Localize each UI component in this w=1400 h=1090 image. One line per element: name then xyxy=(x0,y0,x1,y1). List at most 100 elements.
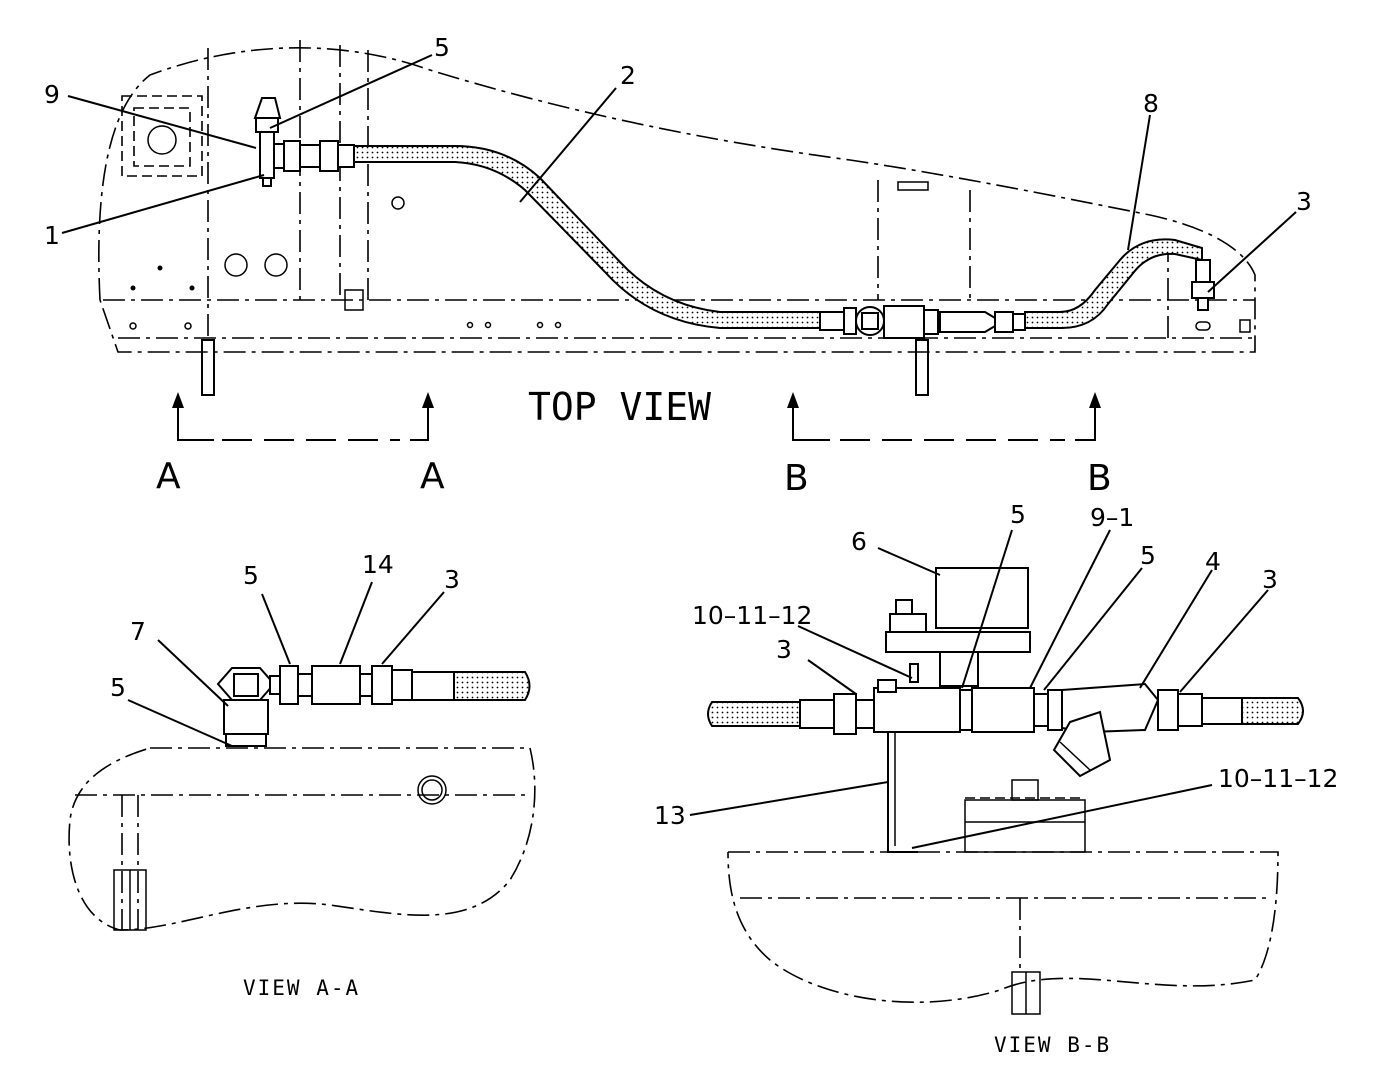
leader-3 xyxy=(381,591,445,665)
leader-3 xyxy=(807,659,857,695)
view-a-a-phantom-outline xyxy=(68,747,536,931)
leader-2 xyxy=(519,87,617,203)
section-label-a-right: A xyxy=(420,456,445,497)
callout-bb-3a: 3 xyxy=(1262,565,1278,594)
bolt-dot xyxy=(157,265,163,271)
leader-3 xyxy=(1207,211,1297,293)
hose-ferrule xyxy=(411,671,455,701)
callout-bb-5b: 5 xyxy=(1140,541,1156,570)
frame-slot xyxy=(1195,321,1211,331)
leader-5 xyxy=(261,593,291,665)
bolt-dot xyxy=(130,285,136,291)
adapter-nut xyxy=(1157,689,1179,731)
callout-bb-6: 6 xyxy=(851,527,867,556)
valve-outlet-nut xyxy=(923,309,939,335)
leader-7 xyxy=(157,639,229,707)
adapter xyxy=(273,143,285,169)
elbow-tip xyxy=(1197,297,1209,311)
hose-end xyxy=(819,311,845,331)
hose-8 xyxy=(1024,238,1203,329)
callout-top-5: 5 xyxy=(434,33,450,62)
bolt-dot xyxy=(536,321,544,329)
valve-nut xyxy=(843,307,857,335)
view-a-a-title: VIEW A-A xyxy=(243,976,360,1000)
leader-5 xyxy=(269,54,433,129)
adapter-nut xyxy=(1047,689,1063,731)
valve-clamp xyxy=(877,679,897,693)
callout-bb-10-11-12b: 10–11–12 xyxy=(1218,764,1338,793)
hose-ferrule xyxy=(1012,313,1026,331)
hose-section xyxy=(453,671,531,701)
cover-plate xyxy=(121,95,203,177)
adapter xyxy=(359,673,373,697)
view-a-a: 7 5 14 3 5 VIEW A-A xyxy=(68,550,536,1000)
arrow-up-icon xyxy=(172,392,184,408)
cover-plate-inner xyxy=(133,107,191,167)
section-markers: A A B B xyxy=(156,392,1112,499)
callout-bb-3b: 3 xyxy=(776,635,792,664)
leader-3 xyxy=(1179,589,1269,693)
callout-aa-5a: 5 xyxy=(243,561,259,590)
adapter-body xyxy=(297,673,313,697)
hose-nut xyxy=(1177,693,1203,727)
callout-bb-5a: 5 xyxy=(1010,500,1026,529)
hose-nut xyxy=(319,140,339,172)
leader-14 xyxy=(339,581,373,665)
callout-top-3: 3 xyxy=(1296,187,1312,216)
section-label-b-right: B xyxy=(1087,458,1112,499)
mount-bracket-left xyxy=(201,339,215,396)
mount-bracket-right xyxy=(915,339,929,396)
valve-9-1 xyxy=(971,687,1035,733)
leader-10-11-12 xyxy=(797,625,913,679)
leader-1 xyxy=(61,174,265,234)
valve-stud xyxy=(909,663,919,683)
solenoid-6 xyxy=(935,567,1029,629)
leader-5 xyxy=(127,699,233,747)
bolt-dot xyxy=(184,322,192,330)
adapter xyxy=(1033,693,1049,727)
frame-hole-3 xyxy=(391,196,405,210)
frame-hole-2 xyxy=(264,253,288,277)
callout-top-9: 9 xyxy=(44,80,60,109)
callout-bb-9-1: 9–1 xyxy=(1090,503,1134,532)
leader-13 xyxy=(689,781,889,816)
callout-bb-13: 13 xyxy=(654,801,686,830)
leader-8 xyxy=(1127,114,1151,251)
adapter-nut xyxy=(279,665,299,705)
callout-top-1: 1 xyxy=(44,221,60,250)
frame-hole xyxy=(417,775,447,805)
pump-hex xyxy=(1011,779,1039,801)
top-view-phantom-outline xyxy=(98,47,1256,353)
callout-aa-7: 7 xyxy=(130,617,146,646)
adapter xyxy=(855,699,875,729)
elbow-body xyxy=(223,699,269,735)
callout-top-2: 2 xyxy=(620,61,636,90)
cover-plate-port xyxy=(147,125,177,155)
tee-body xyxy=(259,131,275,179)
view-b-b-phantom-outline xyxy=(727,851,1279,1003)
hose-ferrule xyxy=(1201,697,1243,725)
tee-plug xyxy=(262,177,272,187)
callout-bb-10-11-12a: 10–11–12 xyxy=(692,601,812,630)
section-label-a-left: A xyxy=(156,456,181,497)
callout-bb-4: 4 xyxy=(1205,547,1221,576)
hose-nut xyxy=(833,693,857,735)
bolt-dot xyxy=(484,321,492,329)
elbow-fitting xyxy=(1195,259,1211,283)
frame-tab xyxy=(897,181,929,191)
arrow-up-icon xyxy=(787,392,799,408)
hose-nut-2 xyxy=(391,669,413,701)
adapter xyxy=(269,675,281,695)
callout-top-8: 8 xyxy=(1143,89,1159,118)
hose-ferrule xyxy=(337,144,355,168)
check-valve-14 xyxy=(311,665,361,705)
callout-aa-5b: 5 xyxy=(110,673,126,702)
adapter-nut xyxy=(283,140,301,172)
frame-slot xyxy=(1239,319,1251,333)
view-b-b: 6 5 9–1 5 4 3 10–11–12 3 13 10–11–12 VIE… xyxy=(654,500,1338,1057)
tee-cap xyxy=(253,97,282,119)
section-line-a xyxy=(172,392,434,441)
leader-4 xyxy=(1139,569,1213,689)
frame-hole-1 xyxy=(224,253,248,277)
